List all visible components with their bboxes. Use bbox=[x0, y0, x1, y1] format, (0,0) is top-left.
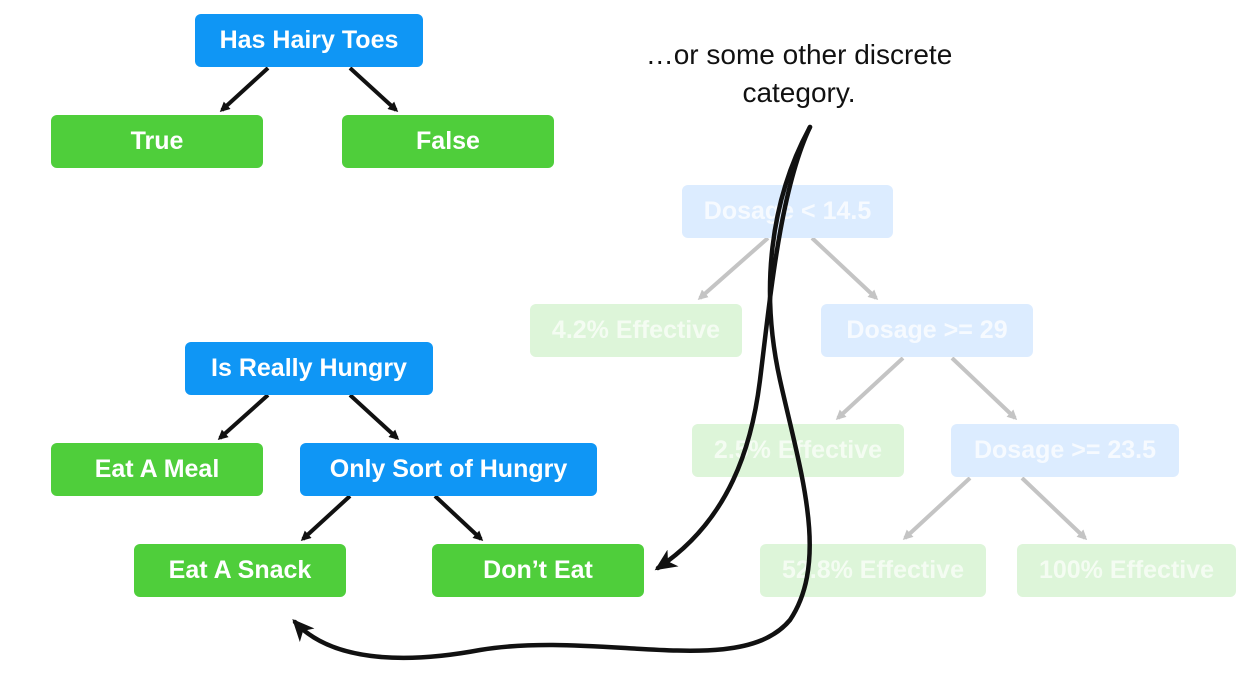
edge-dosage-root-left bbox=[697, 236, 770, 300]
edge-dosage235-left bbox=[902, 476, 972, 541]
node-dosage-ge-29: Dosage >= 29 bbox=[821, 304, 1033, 357]
edge-dosage29-right bbox=[950, 356, 1018, 421]
edge-dosage-root-right bbox=[810, 236, 879, 301]
edge-sortof-donteat bbox=[433, 494, 484, 542]
leaf-dont-eat: Don’t Eat bbox=[432, 544, 644, 597]
edge-hungry-meal bbox=[217, 393, 270, 441]
annotation-arrow-to-eat-a-snack bbox=[292, 124, 813, 661]
leaf-100-effective: 100% Effective bbox=[1017, 544, 1236, 597]
leaf-4-2-effective: 4.2% Effective bbox=[530, 304, 742, 357]
edge-dosage235-right bbox=[1020, 476, 1088, 541]
node-is-really-hungry: Is Really Hungry bbox=[185, 342, 433, 395]
node-has-hairy-toes: Has Hairy Toes bbox=[195, 14, 423, 67]
leaf-eat-a-meal: Eat A Meal bbox=[51, 443, 263, 496]
edge-toes-false bbox=[348, 66, 399, 113]
node-dosage-ge-23-5: Dosage >= 23.5 bbox=[951, 424, 1179, 477]
leaf-false: False bbox=[342, 115, 554, 168]
edge-dosage29-left bbox=[835, 356, 905, 421]
edge-hungry-sortof bbox=[348, 393, 400, 441]
annotation-caption: …or some other discrete category. bbox=[645, 39, 953, 108]
edge-toes-true bbox=[219, 66, 270, 113]
leaf-52-8-effective: 52.8% Effective bbox=[760, 544, 986, 597]
node-only-sort-of-hungry: Only Sort of Hungry bbox=[300, 443, 597, 496]
leaf-true: True bbox=[51, 115, 263, 168]
leaf-eat-a-snack: Eat A Snack bbox=[134, 544, 346, 597]
edge-sortof-snack bbox=[300, 494, 352, 542]
annotation-arrow-to-dont-eat bbox=[654, 124, 813, 571]
